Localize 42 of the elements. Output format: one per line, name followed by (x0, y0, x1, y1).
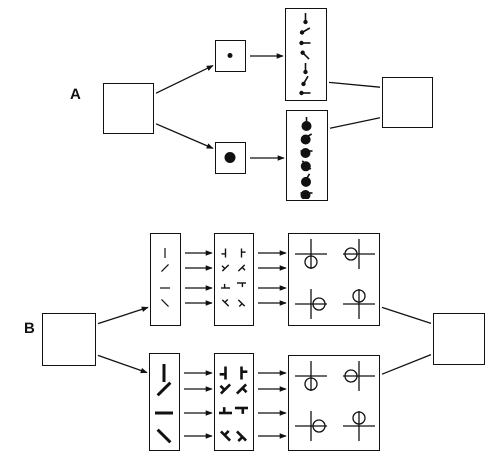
arrow (184, 386, 213, 392)
arrow (258, 386, 287, 392)
arrow (156, 65, 214, 94)
arrow (258, 285, 287, 291)
connector-line (328, 82, 380, 88)
stimulus-panel (215, 40, 246, 72)
arrow (184, 410, 213, 416)
empty-box (42, 313, 96, 366)
panel-letter: B (24, 321, 35, 336)
arrow (156, 123, 214, 149)
stimulus-panel (150, 233, 181, 326)
connector-line (330, 117, 380, 129)
arrow (258, 250, 287, 256)
arrow (185, 250, 213, 256)
stimulus-panel (288, 233, 380, 326)
arrow (98, 306, 149, 324)
arrow (250, 53, 284, 59)
arrow (258, 410, 287, 416)
empty-box (433, 313, 485, 365)
arrow (185, 285, 213, 291)
arrow (98, 354, 148, 374)
empty-box (382, 77, 433, 128)
panel-letter: A (70, 87, 81, 102)
arrow (185, 300, 213, 306)
stimulus-panel (214, 353, 254, 451)
stimulus-panel (288, 355, 380, 451)
arrow (258, 265, 287, 271)
arrow (258, 433, 287, 439)
empty-box (103, 83, 154, 134)
arrow (184, 433, 213, 439)
arrow (258, 370, 287, 376)
arrow (184, 370, 213, 376)
stimulus-panel (149, 353, 180, 451)
arrow (185, 265, 213, 271)
connector-line (382, 354, 432, 375)
connector-line (382, 306, 432, 324)
stimulus-panel (214, 233, 254, 326)
stimulus-panel (286, 110, 328, 201)
arrow (250, 155, 285, 161)
stimulus-panel (285, 8, 327, 101)
arrow (258, 300, 287, 306)
stimulus-panel (215, 142, 246, 174)
